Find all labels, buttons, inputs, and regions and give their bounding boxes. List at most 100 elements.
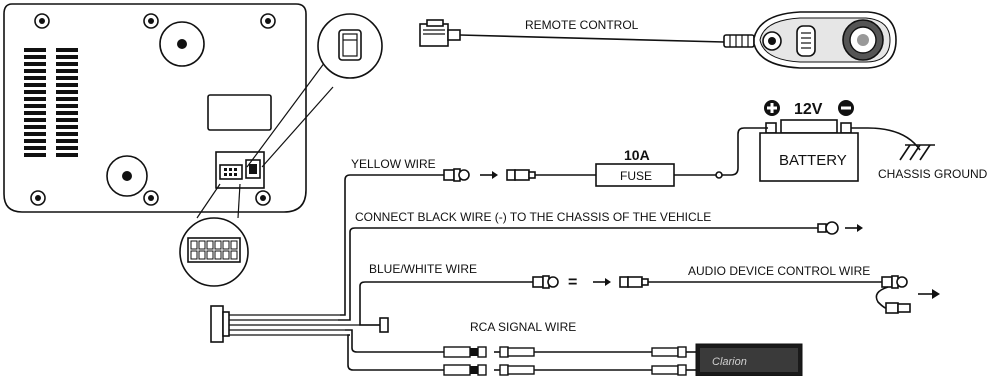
harness-pin <box>206 240 214 250</box>
vent-slot <box>24 69 46 73</box>
fuse-rating-label: 10A <box>624 147 650 163</box>
rear-connector-area <box>215 151 265 189</box>
rca-plug-head <box>677 364 687 376</box>
vent-slot <box>24 62 46 66</box>
harness-plug <box>210 305 389 343</box>
vent-slot <box>24 104 46 108</box>
vent-slot <box>24 97 46 101</box>
vent-slot <box>24 90 46 94</box>
harness-pin <box>214 250 222 260</box>
main-unit <box>3 3 383 287</box>
vent-slot <box>56 76 78 80</box>
rca-plug-body <box>651 365 679 375</box>
harness-pin <box>222 250 230 260</box>
harness-pin <box>198 250 206 260</box>
splice-plug <box>885 302 911 314</box>
arrow-right-icon <box>480 171 498 179</box>
vent-slot <box>56 48 78 52</box>
harness-pin <box>206 250 214 260</box>
mount-boss-bottom <box>106 155 148 197</box>
rca-jack-cap <box>477 346 487 358</box>
remote-jack-zoom <box>317 13 383 79</box>
rca-plug-head <box>677 346 687 358</box>
yellow-wire-bullet-connector <box>443 168 470 182</box>
vent-slot <box>24 111 46 115</box>
vent-slot <box>56 111 78 115</box>
fuse-holder-plug <box>506 169 536 181</box>
harness-pin <box>198 240 206 250</box>
yellow-wire: YELLOW WIRE 10A FUSE <box>340 147 716 316</box>
vent-slot <box>24 125 46 129</box>
battery-voltage-label: 12V <box>794 101 823 118</box>
blue-white-wire: BLUE/WHITE WIRE = AUDIO DEVICE CONTROL W… <box>359 262 940 326</box>
unit-screws <box>30 13 276 206</box>
vent-slot <box>56 125 78 129</box>
remote-control-label: REMOTE CONTROL <box>525 18 639 32</box>
vent-slot <box>24 132 46 136</box>
mount-boss-top <box>159 21 205 67</box>
rca-plug-body <box>651 347 679 357</box>
rca-signal-wire-label: RCA SIGNAL WIRE <box>470 320 576 334</box>
arrow-right-icon <box>918 289 940 299</box>
vent-slot <box>24 118 46 122</box>
vent-slot <box>56 62 78 66</box>
rca-plug-body <box>507 365 535 375</box>
remote-control: REMOTE CONTROL <box>419 11 897 69</box>
black-wire: CONNECT BLACK WIRE (-) TO THE CHASSIS OF… <box>338 210 863 321</box>
blue-white-bullet-connector <box>532 275 559 289</box>
audio-device-brand: Clarion <box>712 356 747 368</box>
audio-control-plug <box>619 276 649 288</box>
vent-slot <box>56 146 78 150</box>
arrow-right-icon <box>845 224 863 232</box>
harness-pin <box>190 240 198 250</box>
equals-sign: = <box>568 274 577 291</box>
vent-slot <box>24 48 46 52</box>
fuse-label: FUSE <box>620 169 652 183</box>
battery-minus-icon <box>838 100 854 116</box>
harness-connector-zoom <box>179 217 249 287</box>
harness-pin <box>230 240 238 250</box>
vent-slot <box>56 132 78 136</box>
vent-slot <box>56 69 78 73</box>
vent-slot <box>56 83 78 87</box>
audio-device: Clarion <box>695 343 803 376</box>
vent-slot <box>56 55 78 59</box>
battery-label: BATTERY <box>779 152 847 169</box>
rca-jack <box>443 364 471 376</box>
vent-slot <box>24 146 46 150</box>
battery: 12V BATTERY CHASSIS GROUND <box>715 100 988 182</box>
rca-plug-body <box>507 347 535 357</box>
vent-slot <box>56 104 78 108</box>
blue-white-wire-label: BLUE/WHITE WIRE <box>369 262 477 276</box>
audio-device-control-wire-label: AUDIO DEVICE CONTROL WIRE <box>688 264 870 278</box>
vent-slot <box>24 55 46 59</box>
vent-slots <box>24 48 78 157</box>
rca-jack-tip <box>470 348 478 356</box>
rca-plug-head <box>499 346 509 358</box>
vent-slot <box>56 90 78 94</box>
vent-slot <box>24 76 46 80</box>
ring-terminal <box>817 221 839 235</box>
rca-plug-head <box>499 364 509 376</box>
vent-slot <box>56 139 78 143</box>
chassis-ground-label: CHASSIS GROUND <box>878 167 988 181</box>
vent-slot <box>56 118 78 122</box>
rca-signal-wire: RCA SIGNAL WIRE Clarion <box>345 320 803 376</box>
label-plate <box>207 94 272 131</box>
harness-pin <box>214 240 222 250</box>
vent-slot <box>56 97 78 101</box>
arrow-right-icon <box>593 278 611 286</box>
vent-slot <box>24 153 46 157</box>
remote-plug <box>419 19 461 47</box>
vent-slot <box>56 153 78 157</box>
harness-pin <box>230 250 238 260</box>
rca-jack-tip <box>470 366 478 374</box>
rca-jack-cap <box>477 364 487 376</box>
battery-plus-icon <box>764 100 780 116</box>
vent-slot <box>24 83 46 87</box>
harness-pin <box>222 240 230 250</box>
harness-pin <box>190 250 198 260</box>
yellow-wire-label: YELLOW WIRE <box>351 157 436 171</box>
black-wire-label: CONNECT BLACK WIRE (-) TO THE CHASSIS OF… <box>355 210 711 224</box>
